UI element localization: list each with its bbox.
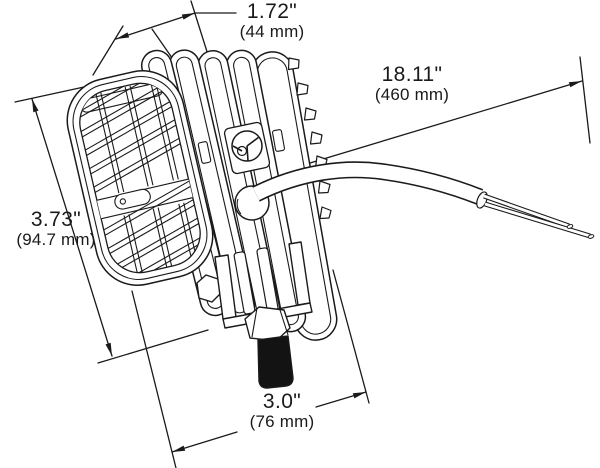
width-extension-right xyxy=(332,269,370,404)
depth-arrow-right xyxy=(181,13,195,20)
dimension-label-cable-length: 18.11" (460 mm) xyxy=(342,64,482,104)
width-arrow-right xyxy=(352,392,366,399)
cable-jacket-fill xyxy=(252,162,483,204)
pivot-pin-hole xyxy=(119,198,126,205)
depth-arrow-left xyxy=(116,32,130,39)
screw-head-spokes xyxy=(232,136,260,162)
width-arrow-left xyxy=(172,445,186,452)
width-inches-text: 3.0" xyxy=(262,390,302,413)
width-extension-left xyxy=(131,290,177,468)
cable-dimension-line xyxy=(299,80,583,167)
height-metric-text: (94.7 mm) xyxy=(16,229,96,249)
depth-dimension-line xyxy=(115,12,196,40)
rib-slot xyxy=(272,129,285,152)
dimension-label-height: 3.73" (94.7 mm) xyxy=(0,209,112,249)
wire-2-tip xyxy=(587,234,595,239)
depth-extension-left xyxy=(92,25,124,76)
cable-boss-shade xyxy=(236,198,242,215)
dimension-arrowheads xyxy=(32,13,582,452)
height-extension-bottom xyxy=(97,329,209,364)
cable-extension-right xyxy=(579,56,591,144)
lower-tie-bars xyxy=(123,202,198,275)
height-dimension-line xyxy=(31,98,113,357)
depth-extension-right xyxy=(190,0,210,59)
cable-arrow-right xyxy=(568,81,582,88)
wire-1-fill xyxy=(483,194,570,228)
rib-slot xyxy=(197,141,212,164)
hex-nut-facet xyxy=(279,309,289,336)
depth-inches-text: 1.72" xyxy=(246,0,298,23)
height-extension-top xyxy=(14,86,85,103)
depth-metric-text: (44 mm) xyxy=(239,21,305,41)
cable-inches-text: 18.11" xyxy=(381,63,443,86)
bezel-fins xyxy=(73,76,207,280)
upper-tie-bars xyxy=(95,78,179,194)
upper-fin-slats xyxy=(73,76,187,196)
power-cable xyxy=(252,161,595,239)
width-metric-text: (76 mm) xyxy=(249,411,315,431)
height-arrow-bottom xyxy=(105,342,112,356)
height-inches-text: 3.73" xyxy=(30,208,82,231)
mounting-bracket xyxy=(196,241,313,389)
wire-1-tip xyxy=(566,224,574,229)
hex-nut-facet xyxy=(251,307,258,338)
threaded-stud xyxy=(257,335,294,389)
dimension-label-width: 3.0" (76 mm) xyxy=(221,391,343,431)
height-arrow-top xyxy=(32,99,39,113)
cable-metric-text: (460 mm) xyxy=(374,84,450,104)
dimension-label-depth: 1.72" (44 mm) xyxy=(202,1,342,41)
wire-2-fill xyxy=(484,202,591,238)
